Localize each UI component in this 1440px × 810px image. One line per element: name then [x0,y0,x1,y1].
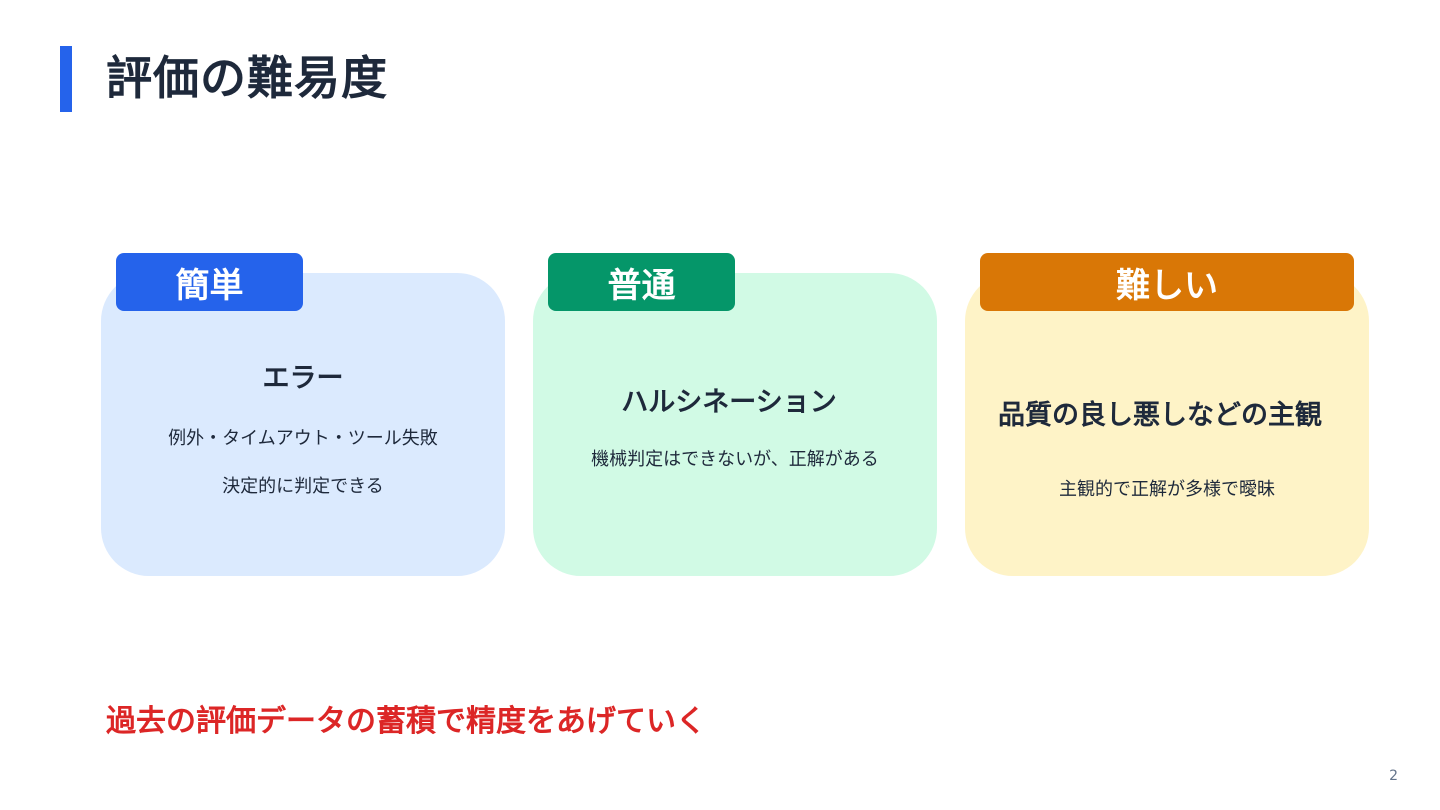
difficulty-tab-hard: 難しい [980,253,1354,311]
card-heading-easy: エラー [262,363,344,394]
card-desc-medium-line1: 機械判定はできないが、正解がある [591,449,879,470]
difficulty-card-hard [965,273,1369,576]
card-desc-hard-line1: 主観的で正解が多様で曖昧 [1059,479,1275,500]
card-desc-easy-line2: 決定的に判定できる [222,476,384,497]
page-number: 2 [1389,768,1398,784]
title-accent-bar [60,46,72,112]
card-desc-easy-line1: 例外・タイムアウト・ツール失敗 [168,428,438,449]
difficulty-card-medium [533,273,937,576]
slide-title: 評価の難易度 [106,51,388,105]
difficulty-tab-medium: 普通 [548,253,735,311]
card-heading-hard: 品質の良し悪しなどの主観 [998,400,1322,431]
footer-message: 過去の評価データの蓄積で精度をあげていく [106,704,706,739]
card-heading-medium: ハルシネーション [621,387,837,418]
difficulty-card-easy [101,273,505,576]
difficulty-tab-easy: 簡単 [116,253,303,311]
